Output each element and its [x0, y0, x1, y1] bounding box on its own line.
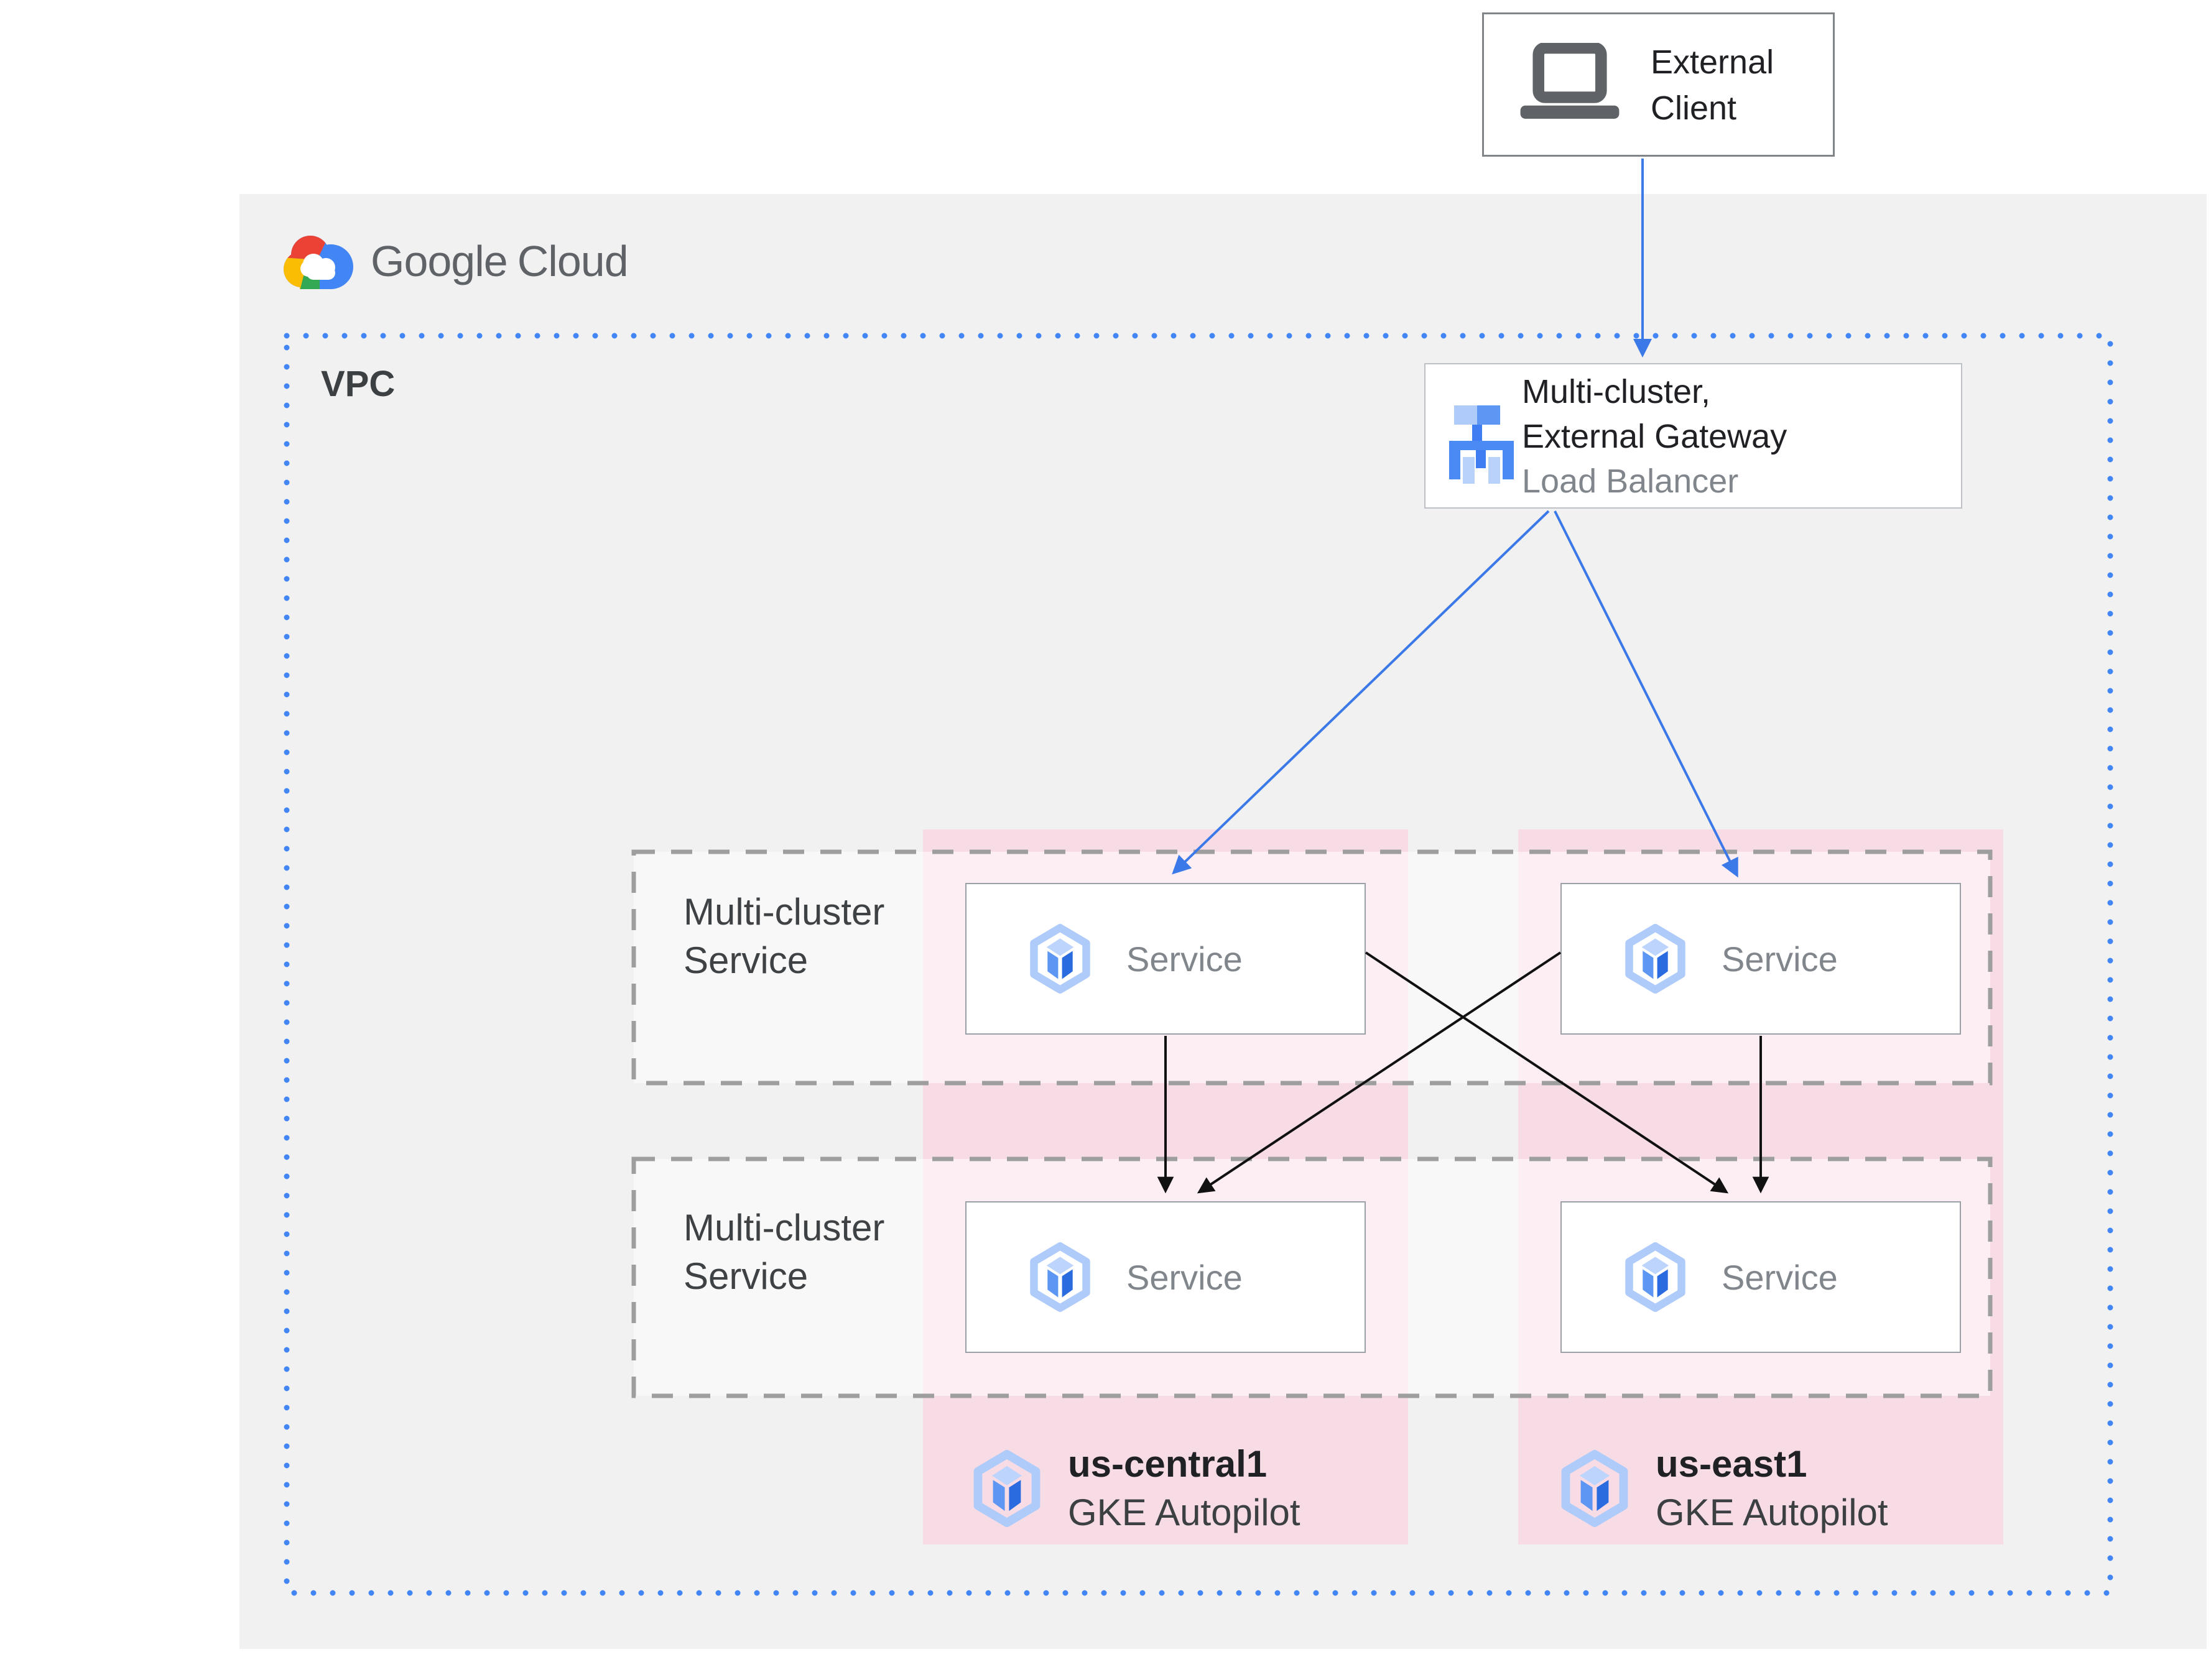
load-balancer-line2: External Gateway	[1522, 418, 1787, 455]
service-box-top-central: Service	[965, 883, 1366, 1035]
group-label-line1: Multi-cluster	[684, 891, 885, 933]
group-label-line2: Service	[684, 939, 809, 981]
gke-autopilot-icon	[1561, 1450, 1628, 1527]
load-balancer-box: Multi-cluster, External Gateway Load Bal…	[1424, 363, 1962, 509]
gke-cube-hexagon-icon	[1625, 924, 1685, 994]
service-label: Service	[1126, 1257, 1243, 1297]
gke-cube-hexagon-icon	[1030, 1242, 1090, 1312]
load-balancer-icon	[1449, 405, 1514, 484]
laptop-icon	[1520, 43, 1620, 119]
multi-cluster-service-label-top: Multi-cluster Service	[684, 888, 884, 985]
service-box-bottom-central: Service	[965, 1201, 1366, 1353]
region-text: us-central1 GKE Autopilot	[1068, 1440, 1300, 1537]
group-label-line2: Service	[684, 1255, 809, 1297]
region-row-us-east1: us-east1 GKE Autopilot	[1561, 1440, 1888, 1537]
external-client-line1: External	[1651, 44, 1774, 81]
gke-autopilot-icon	[973, 1450, 1041, 1527]
external-client-box: External Client	[1482, 12, 1835, 157]
region-platform: GKE Autopilot	[1068, 1492, 1300, 1533]
vpc-label: VPC	[321, 364, 396, 404]
load-balancer-line1: Multi-cluster,	[1522, 373, 1711, 410]
region-text: us-east1 GKE Autopilot	[1656, 1440, 1888, 1537]
gke-cube-hexagon-icon	[1030, 924, 1090, 994]
group-label-line1: Multi-cluster	[684, 1207, 885, 1248]
google-cloud-logo-icon	[284, 236, 353, 289]
load-balancer-text: Multi-cluster, External Gateway Load Bal…	[1522, 369, 1787, 504]
logo-word-cloud: Cloud	[517, 237, 629, 285]
service-label: Service	[1722, 1257, 1838, 1297]
region-name: us-east1	[1656, 1443, 1807, 1485]
gke-cube-hexagon-icon	[1625, 1242, 1685, 1312]
load-balancer-line3: Load Balancer	[1522, 463, 1739, 500]
service-label: Service	[1126, 939, 1243, 979]
region-platform: GKE Autopilot	[1656, 1492, 1888, 1533]
multi-cluster-service-label-bottom: Multi-cluster Service	[684, 1204, 884, 1301]
service-box-bottom-east: Service	[1560, 1201, 1961, 1353]
logo-word-google: Google	[371, 237, 508, 285]
external-client-text: External Client	[1651, 39, 1774, 131]
service-box-top-east: Service	[1560, 883, 1961, 1035]
external-client-line2: Client	[1651, 90, 1737, 127]
region-name: us-central1	[1068, 1443, 1268, 1485]
service-label: Service	[1722, 939, 1838, 979]
region-row-us-central1: us-central1 GKE Autopilot	[973, 1440, 1300, 1537]
